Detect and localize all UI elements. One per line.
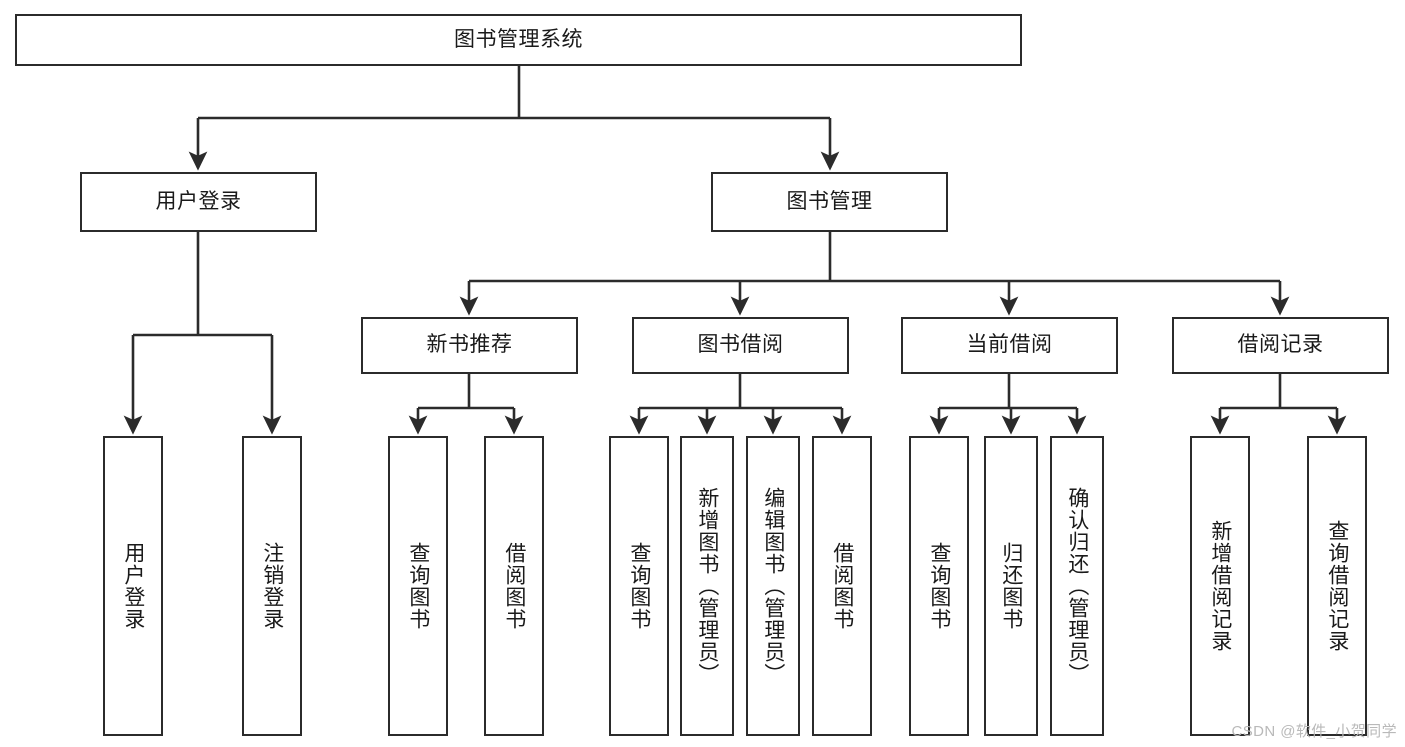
- leaf-confirm-return-admin[interactable]: 确认归还（管理员）: [1050, 436, 1104, 736]
- node-label: 查询图书: [627, 542, 651, 630]
- leaf-logout[interactable]: 注销登录: [242, 436, 302, 736]
- node-root-system[interactable]: 图书管理系统: [15, 14, 1022, 66]
- node-label: 借阅图书: [830, 542, 854, 630]
- node-label: 新增借阅记录: [1208, 520, 1232, 652]
- leaf-query-book-current[interactable]: 查询图书: [909, 436, 969, 736]
- node-label: 借阅记录: [1237, 333, 1324, 357]
- leaf-return-book[interactable]: 归还图书: [984, 436, 1038, 736]
- leaf-borrow-book-recommend[interactable]: 借阅图书: [484, 436, 544, 736]
- leaf-borrow-book[interactable]: 借阅图书: [812, 436, 872, 736]
- node-label: 归还图书: [999, 542, 1023, 630]
- leaf-add-borrow-record[interactable]: 新增借阅记录: [1190, 436, 1250, 736]
- node-label: 图书管理系统: [454, 27, 583, 51]
- node-label: 确认归还（管理员）: [1065, 487, 1089, 685]
- node-label: 查询图书: [406, 542, 430, 630]
- node-user-login[interactable]: 用户登录: [80, 172, 317, 232]
- node-label: 注销登录: [260, 542, 284, 630]
- node-label: 用户登录: [121, 542, 145, 630]
- leaf-query-book-borrow[interactable]: 查询图书: [609, 436, 669, 736]
- node-label: 新书推荐: [426, 333, 513, 357]
- node-label: 查询借阅记录: [1325, 520, 1349, 652]
- node-label: 查询图书: [927, 542, 951, 630]
- leaf-query-borrow-record[interactable]: 查询借阅记录: [1307, 436, 1367, 736]
- node-label: 新增图书（管理员）: [695, 487, 719, 685]
- node-book-manage[interactable]: 图书管理: [711, 172, 948, 232]
- node-label: 当前借阅: [966, 333, 1053, 357]
- node-new-book-recommend[interactable]: 新书推荐: [361, 317, 578, 374]
- node-book-borrow[interactable]: 图书借阅: [632, 317, 849, 374]
- node-label: 借阅图书: [502, 542, 526, 630]
- leaf-user-login[interactable]: 用户登录: [103, 436, 163, 736]
- node-current-borrow[interactable]: 当前借阅: [901, 317, 1118, 374]
- node-label: 图书管理: [786, 189, 873, 213]
- leaf-query-book-recommend[interactable]: 查询图书: [388, 436, 448, 736]
- node-label: 图书借阅: [697, 333, 784, 357]
- leaf-add-book-admin[interactable]: 新增图书（管理员）: [680, 436, 734, 736]
- node-label: 用户登录: [155, 189, 242, 213]
- node-borrow-record[interactable]: 借阅记录: [1172, 317, 1389, 374]
- node-label: 编辑图书（管理员）: [761, 487, 785, 685]
- leaf-edit-book-admin[interactable]: 编辑图书（管理员）: [746, 436, 800, 736]
- csdn-watermark: CSDN @软件_小贺同学: [1231, 723, 1397, 740]
